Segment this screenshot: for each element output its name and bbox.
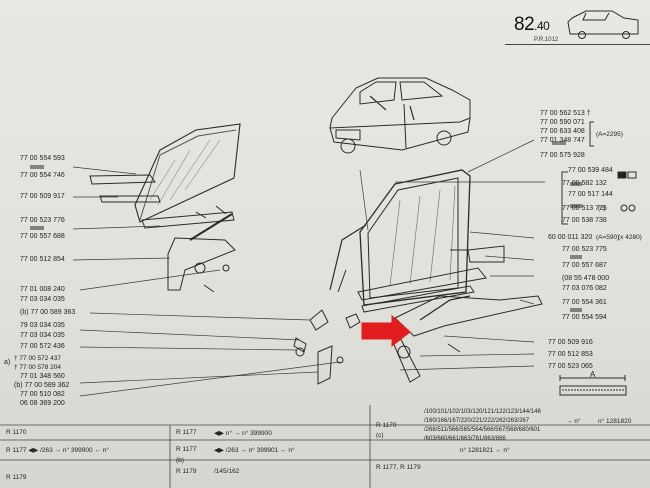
part-number: 06 08 369 200	[20, 400, 65, 407]
part-number: 77 00 523 775	[562, 246, 607, 253]
part-number: 77 00 513 775	[562, 205, 607, 212]
table-cell: R 1179	[176, 468, 197, 475]
table-cell: ◀▶ n° → n° 399900	[214, 430, 272, 437]
part-number: 77 00 572 436	[20, 343, 65, 350]
part-number: 77 00 509 916	[548, 339, 593, 346]
part-number: 77 00 562 513 †	[540, 110, 591, 117]
table-cell: R 1170	[6, 429, 27, 436]
part-number: 77 03 034 035	[20, 296, 65, 303]
dimension-label: A	[590, 370, 596, 379]
part-number: † 77 00 578 204	[14, 364, 61, 371]
part-number: 77 01 348 560	[20, 373, 65, 380]
table-cell: /603/660/661/663/761/863/866	[424, 436, 506, 442]
part-number: 77 00 575 928	[540, 152, 585, 159]
table-cell: ◀▶ /263 → n° 399901 ← n°	[214, 447, 295, 454]
dimension-note: (A=2295)	[596, 131, 623, 138]
table-cell: R 1179	[6, 474, 27, 481]
part-number: 77 00 512 853	[548, 351, 593, 358]
table-cell: (b)	[176, 457, 184, 464]
page-number: 82.40	[514, 14, 550, 35]
part-number: 77 00 554 361	[562, 299, 607, 306]
part-number: 77 03 034 035	[20, 332, 65, 339]
car-thumbnail-icon	[567, 10, 639, 39]
part-number: 77 00 590 071	[540, 119, 585, 126]
table-cell: → n°	[566, 418, 581, 425]
table-cell: R 1177, R 1179	[376, 464, 421, 471]
part-number: † 77 00 572 437	[14, 355, 61, 362]
part-number: 77 00 523 776	[20, 217, 65, 224]
leader-lines	[72, 139, 545, 397]
part-number: 77 01 348 747	[540, 137, 585, 144]
dimension-note: (A=590)	[596, 234, 620, 241]
part-number: 77 00 557 688	[20, 233, 65, 240]
part-number: 77 00 517 144	[568, 191, 613, 198]
vent-window-frame	[89, 123, 241, 293]
part-number: 77 00 512 854	[20, 256, 65, 263]
page-reference: P.R.1012	[534, 37, 559, 43]
table-cell: /160/166/167/220/221/222/262/263/267	[424, 418, 530, 424]
table-cell: /100/101/102/103/120/121/122/123/144/146	[424, 409, 541, 415]
table-cell: /145/162	[214, 468, 240, 475]
equivalence-marks	[30, 141, 582, 312]
part-number: (08 55 478 000	[562, 275, 610, 282]
part-number: (b) 77 00 589 363	[20, 309, 76, 316]
table-cell: n° 1281820	[598, 418, 632, 425]
part-number: 79 03 034 035	[20, 322, 65, 329]
part-number: 77 01 008 240	[20, 286, 65, 293]
header-rule	[505, 44, 650, 45]
part-number: 77 00 554 593	[20, 155, 65, 162]
part-number: 77 00 582 132	[562, 180, 607, 187]
part-number: 77 00 539 484	[568, 167, 613, 174]
door-window-glass	[293, 169, 543, 385]
part-number: 77 00 633 408	[540, 128, 585, 135]
table-cell: n° 1281821 ← n°	[460, 447, 510, 454]
variant-marker: a)	[4, 359, 11, 366]
part-number: 77 00 557 687	[562, 262, 607, 269]
table-rules	[0, 405, 650, 488]
dimension-diagram	[559, 375, 627, 396]
part-number: (b) 77 00 589 362	[14, 382, 70, 389]
table-cell: R 1177 ◀▶ /263 → n° 399900 ← n°	[6, 447, 109, 454]
table-cell: R 1177	[176, 429, 197, 436]
part-number: 77 00 554 594	[562, 314, 607, 321]
car-drawing	[329, 77, 471, 154]
table-cell: (c)	[376, 432, 384, 439]
part-number: 77 00 510 082	[20, 391, 65, 398]
part-number: 77 00 538 738	[562, 217, 607, 224]
red-arrow-icon	[361, 314, 411, 348]
part-number: 77 00 509 917	[20, 193, 65, 200]
table-cell: R 1177	[176, 446, 197, 453]
table-cell: R 1170	[376, 422, 397, 429]
part-number: 77 00 523 065	[548, 363, 593, 370]
variant-marker: (c)	[598, 205, 606, 212]
dimension-note: (x 4280)	[618, 234, 642, 241]
part-number: 77 03 076 082	[562, 285, 607, 292]
part-number: 60 00 011 320	[548, 234, 593, 241]
part-number: 77 00 554 746	[20, 172, 65, 179]
table-cell: /268/511/566/565/564/566/567/568/680/601	[424, 427, 541, 433]
